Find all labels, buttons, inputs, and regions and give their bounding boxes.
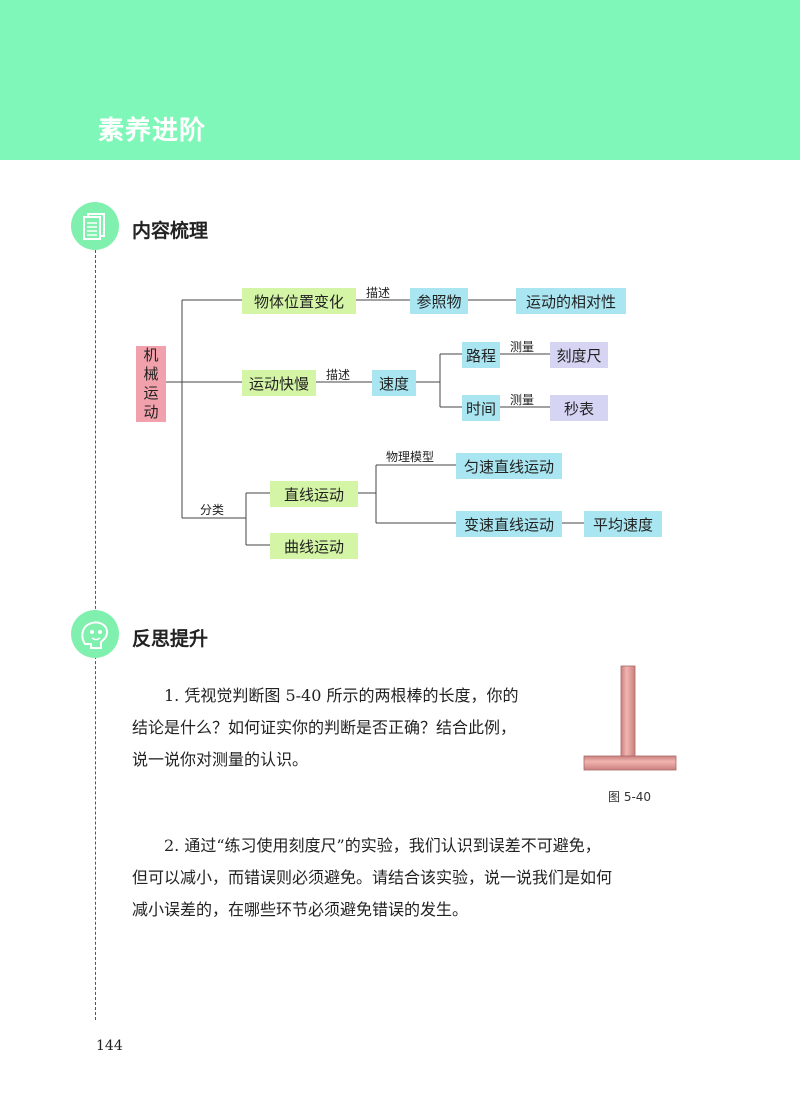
node-linear-motion: 直线运动 (270, 481, 358, 507)
node-relativity: 运动的相对性 (516, 288, 626, 314)
section-title-reflect: 反思提升 (132, 628, 209, 650)
figure-caption: 图 5-40 (608, 790, 652, 804)
edge-label-model: 物理模型 (386, 450, 435, 464)
edge-label-describe: 描述 (326, 368, 351, 382)
header-band (0, 0, 800, 160)
node-reference: 参照物 (410, 288, 468, 314)
node-time: 时间 (462, 395, 500, 421)
question-2-line: 2. 通过“练习使用刻度尺”的实验，我们认识到误差不可避免， (164, 836, 601, 855)
question-2: 2. 通过“练习使用刻度尺”的实验，我们认识到误差不可避免， 但可以减小，而错误… (132, 830, 612, 926)
node-variable-linear: 变速直线运动 (456, 511, 562, 537)
section-title-content: 内容梳理 (132, 220, 209, 242)
node-ruler: 刻度尺 (550, 342, 608, 368)
horizontal-rod (583, 755, 677, 771)
question-2-line: 但可以减小，而错误则必须避免。请结合该实验，说一说我们是如何 (132, 868, 613, 887)
node-average-speed: 平均速度 (584, 511, 662, 537)
node-uniform-linear: 匀速直线运动 (456, 453, 562, 479)
question-1-line: 说一说你对测量的认识。 (132, 750, 309, 769)
root-node-mechanical-motion: 机械运动 (136, 346, 166, 422)
page-number: 144 (96, 1038, 123, 1054)
node-speed-of-motion: 运动快慢 (242, 370, 316, 396)
question-1-line: 结论是什么？如何证实你的判断是否正确？结合此例， (132, 718, 517, 737)
figure-two-rods (583, 665, 677, 771)
question-1-line: 1. 凭视觉判断图 5-40 所示的两根棒的长度，你的 (164, 686, 519, 705)
page-title: 素养进阶 (98, 116, 207, 146)
edge-label-measure: 测量 (510, 393, 535, 407)
thinking-head-icon (71, 610, 119, 658)
node-position-change: 物体位置变化 (242, 288, 356, 314)
question-1: 1. 凭视觉判断图 5-40 所示的两根棒的长度，你的 结论是什么？如何证实你的… (132, 680, 518, 776)
node-distance: 路程 (462, 342, 500, 368)
vertical-rod (620, 665, 636, 759)
edge-label-describe: 描述 (366, 286, 391, 300)
concept-map-lines (166, 299, 584, 546)
node-stopwatch: 秒表 (550, 395, 608, 421)
document-stack-icon (71, 202, 119, 250)
edge-label-classify: 分类 (200, 503, 225, 517)
node-curved-motion: 曲线运动 (270, 533, 358, 559)
edge-label-measure: 测量 (510, 340, 535, 354)
question-2-line: 减小误差的，在哪些环节必须避免错误的发生。 (132, 900, 469, 919)
node-speed: 速度 (372, 370, 416, 396)
